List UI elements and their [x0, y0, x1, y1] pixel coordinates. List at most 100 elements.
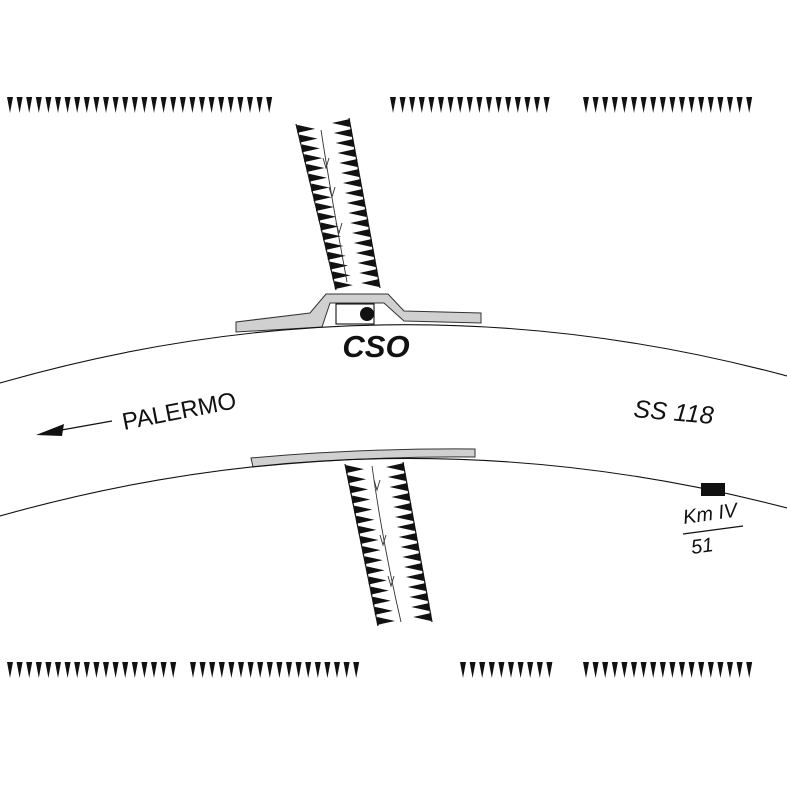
hachure-tick	[83, 97, 90, 113]
bank-tooth	[400, 543, 419, 551]
bank-tooth	[311, 183, 330, 192]
hachure-tick	[266, 97, 273, 113]
hachure-tick	[727, 662, 733, 678]
bank-tooth	[398, 533, 417, 541]
bank-tooth	[407, 583, 426, 591]
hachure-tick	[746, 662, 753, 678]
hachure-tick	[469, 662, 476, 678]
hachure-tick	[536, 662, 543, 678]
bank-tooth	[320, 222, 339, 231]
bank-tooth	[385, 463, 404, 471]
station-label: CSO	[342, 329, 409, 364]
hachure-tick	[460, 662, 466, 678]
hachure-tick	[103, 97, 109, 113]
arrow-left-icon	[36, 420, 113, 436]
station-dot-icon	[360, 307, 374, 321]
hachure-tick	[237, 97, 244, 113]
hachure-tick	[479, 662, 486, 678]
hachure-tick	[141, 97, 148, 113]
hachure-tick	[418, 97, 425, 113]
hachure-tick	[238, 662, 244, 678]
bank-tooth	[370, 586, 389, 595]
hachure-tick	[190, 662, 196, 678]
bank-tooth	[394, 513, 413, 521]
hachure-tick	[122, 97, 129, 113]
bank-tooth	[364, 556, 383, 565]
hachure-tick	[276, 662, 283, 678]
bank-tooth	[413, 613, 432, 621]
bank-tooth	[389, 483, 408, 491]
hachure-tick	[447, 97, 454, 113]
hachure-tick	[534, 97, 540, 113]
hachure-tick	[131, 97, 138, 113]
direction-label: PALERMO	[120, 387, 239, 436]
bank-tooth	[334, 281, 353, 290]
hachure-tick	[611, 662, 618, 678]
bank-tooth	[331, 119, 350, 127]
river-upper-banks	[297, 119, 380, 290]
river-upper	[295, 117, 381, 291]
hachure-tick	[669, 662, 676, 678]
hachure-tick	[428, 97, 435, 113]
hachure-tick	[256, 97, 263, 113]
bank-tooth	[357, 259, 376, 267]
hachure-tick	[476, 97, 483, 113]
hachure-tick	[707, 97, 714, 113]
hachure-tick	[16, 662, 23, 678]
river-lower-banks	[346, 463, 432, 625]
hachure-tick	[266, 662, 273, 678]
hachure-tick	[199, 662, 206, 678]
embankment-hachures	[7, 97, 753, 678]
bank-tooth	[304, 154, 323, 163]
hachure-tick	[131, 662, 138, 678]
bank-tooth	[350, 485, 369, 494]
hachure-tick	[83, 662, 90, 678]
hachure-tick	[16, 97, 23, 113]
bank-tooth	[355, 249, 374, 257]
km-marker-value: 51	[690, 534, 715, 559]
hachure-tick	[74, 97, 81, 113]
hachure-tick	[546, 662, 553, 678]
hachure-tick	[583, 97, 589, 113]
bank-tooth	[351, 229, 370, 237]
hachure-tick	[592, 662, 599, 678]
hachure-tick	[170, 97, 177, 113]
hachure-tick	[160, 97, 167, 113]
hachure-tick	[227, 97, 234, 113]
hachure-tick	[498, 662, 505, 678]
hachure-tick	[583, 662, 589, 678]
bridge-parapet-lower	[250, 448, 476, 468]
hachure-tick	[466, 97, 473, 113]
bank-tooth	[361, 279, 380, 287]
river-lower	[344, 461, 433, 627]
bank-tooth	[297, 124, 316, 133]
hachure-tick	[527, 662, 534, 678]
bank-tooth	[411, 603, 430, 611]
bank-tooth	[354, 505, 373, 514]
hachure-tick	[55, 97, 61, 113]
hachure-tick	[64, 662, 71, 678]
bank-tooth	[353, 239, 372, 247]
hachure-tick	[707, 662, 714, 678]
flow-arrow-icon	[335, 222, 343, 235]
hachure-tick	[543, 97, 550, 113]
road-edge-lower	[0, 457, 787, 517]
hachure-tick	[7, 662, 13, 678]
bank-tooth	[327, 251, 346, 260]
hachure-tick	[286, 662, 292, 678]
hachure-tick	[621, 662, 628, 678]
hachure-tick	[343, 662, 350, 678]
bank-tooth	[393, 503, 412, 511]
bank-tooth	[374, 606, 393, 615]
bank-tooth	[372, 596, 391, 605]
bank-tooth	[409, 593, 428, 601]
bank-tooth	[366, 566, 385, 575]
bank-tooth	[346, 465, 365, 474]
bank-tooth	[308, 173, 327, 182]
hachure-tick	[199, 97, 205, 113]
hachure-tick	[103, 662, 109, 678]
bank-tooth	[301, 144, 320, 153]
hachure-tick	[209, 662, 216, 678]
hachure-tick	[717, 662, 724, 678]
